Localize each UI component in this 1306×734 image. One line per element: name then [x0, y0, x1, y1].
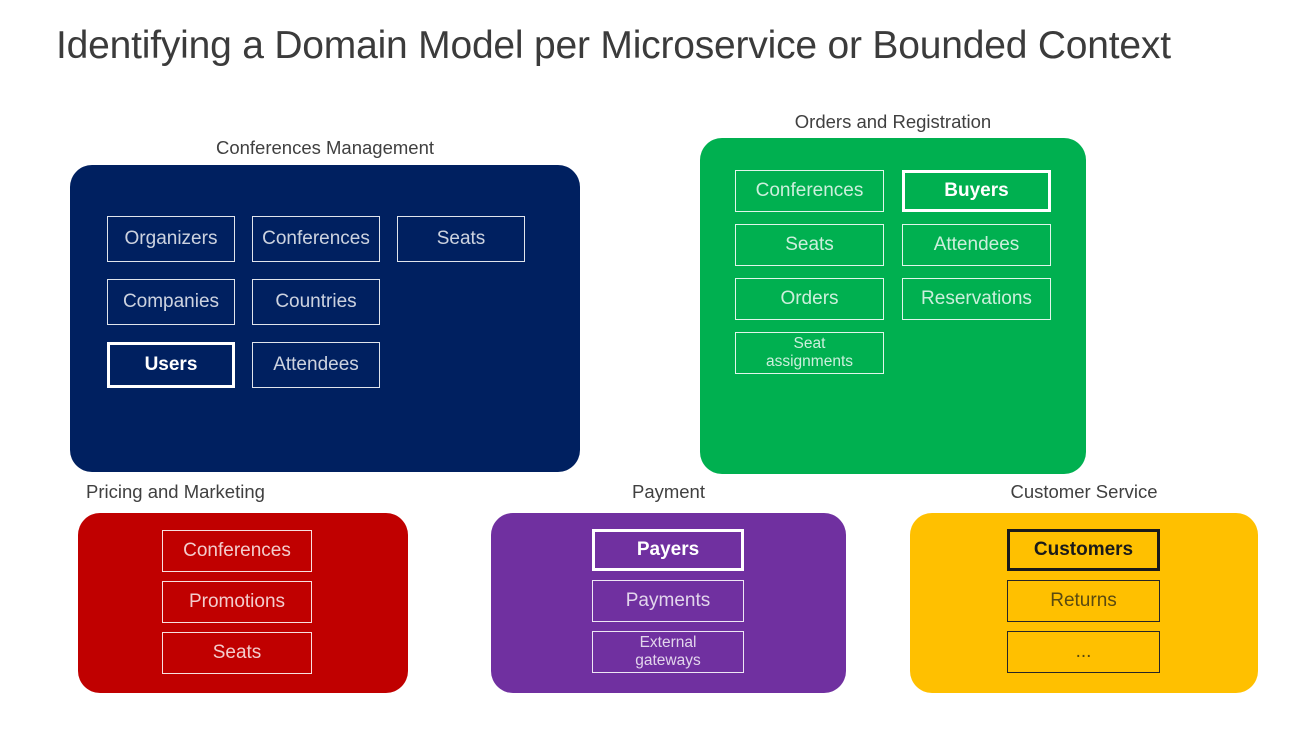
entity-payments[interactable]: Payments — [592, 580, 744, 622]
context-box-customer-service — [910, 513, 1258, 693]
entity-countries[interactable]: Countries — [252, 279, 380, 325]
entity-seats[interactable]: Seats — [162, 632, 312, 674]
context-box-payment — [491, 513, 846, 693]
entity-external-gateways[interactable]: External gateways — [592, 631, 744, 673]
entity-companies[interactable]: Companies — [107, 279, 235, 325]
entity-grid-customer-service: Customers Returns ... — [1007, 529, 1160, 673]
context-label-conferences-management: Conferences Management — [215, 137, 435, 158]
entity-customers[interactable]: Customers — [1007, 529, 1160, 571]
context-box-pricing-marketing — [78, 513, 408, 693]
entity-line-1: External — [639, 634, 697, 652]
context-label-pricing-marketing: Pricing and Marketing — [86, 481, 265, 502]
entity-seat-assignments[interactable]: Seat assignments — [735, 332, 884, 374]
context-label-payment: Payment — [631, 481, 705, 502]
context-label-customer-service: Customer Service — [1010, 481, 1158, 502]
page-title: Identifying a Domain Model per Microserv… — [56, 24, 1171, 67]
entity-ellipsis[interactable]: ... — [1007, 631, 1160, 673]
entity-grid-conferences-management: Organizers Conferences Seats Companies C… — [107, 216, 567, 388]
entity-promotions[interactable]: Promotions — [162, 581, 312, 623]
entity-buyers[interactable]: Buyers — [902, 170, 1051, 212]
entity-returns[interactable]: Returns — [1007, 580, 1160, 622]
entity-line-2: assignments — [765, 353, 853, 370]
context-box-orders-registration — [700, 138, 1086, 474]
entity-conferences[interactable]: Conferences — [252, 216, 380, 262]
entity-reservations[interactable]: Reservations — [902, 278, 1051, 320]
entity-organizers[interactable]: Organizers — [107, 216, 235, 262]
entity-line-2: gateways — [635, 652, 701, 669]
entity-orders[interactable]: Orders — [735, 278, 884, 320]
entity-conferences[interactable]: Conferences — [735, 170, 884, 212]
entity-grid-payment: Payers Payments External gateways — [592, 529, 744, 673]
entity-seats[interactable]: Seats — [735, 224, 884, 266]
entity-line-1: Seat — [793, 335, 826, 353]
entity-attendees[interactable]: Attendees — [902, 224, 1051, 266]
entity-seats[interactable]: Seats — [397, 216, 525, 262]
entity-grid-pricing-marketing: Conferences Promotions Seats — [162, 530, 312, 674]
entity-payers[interactable]: Payers — [592, 529, 744, 571]
entity-conferences[interactable]: Conferences — [162, 530, 312, 572]
entity-grid-spacer — [397, 279, 525, 325]
entity-grid-orders-registration: Conferences Buyers Seats Attendees Order… — [735, 170, 1051, 374]
entity-attendees[interactable]: Attendees — [252, 342, 380, 388]
context-label-orders-registration: Orders and Registration — [794, 111, 992, 132]
entity-users[interactable]: Users — [107, 342, 235, 388]
